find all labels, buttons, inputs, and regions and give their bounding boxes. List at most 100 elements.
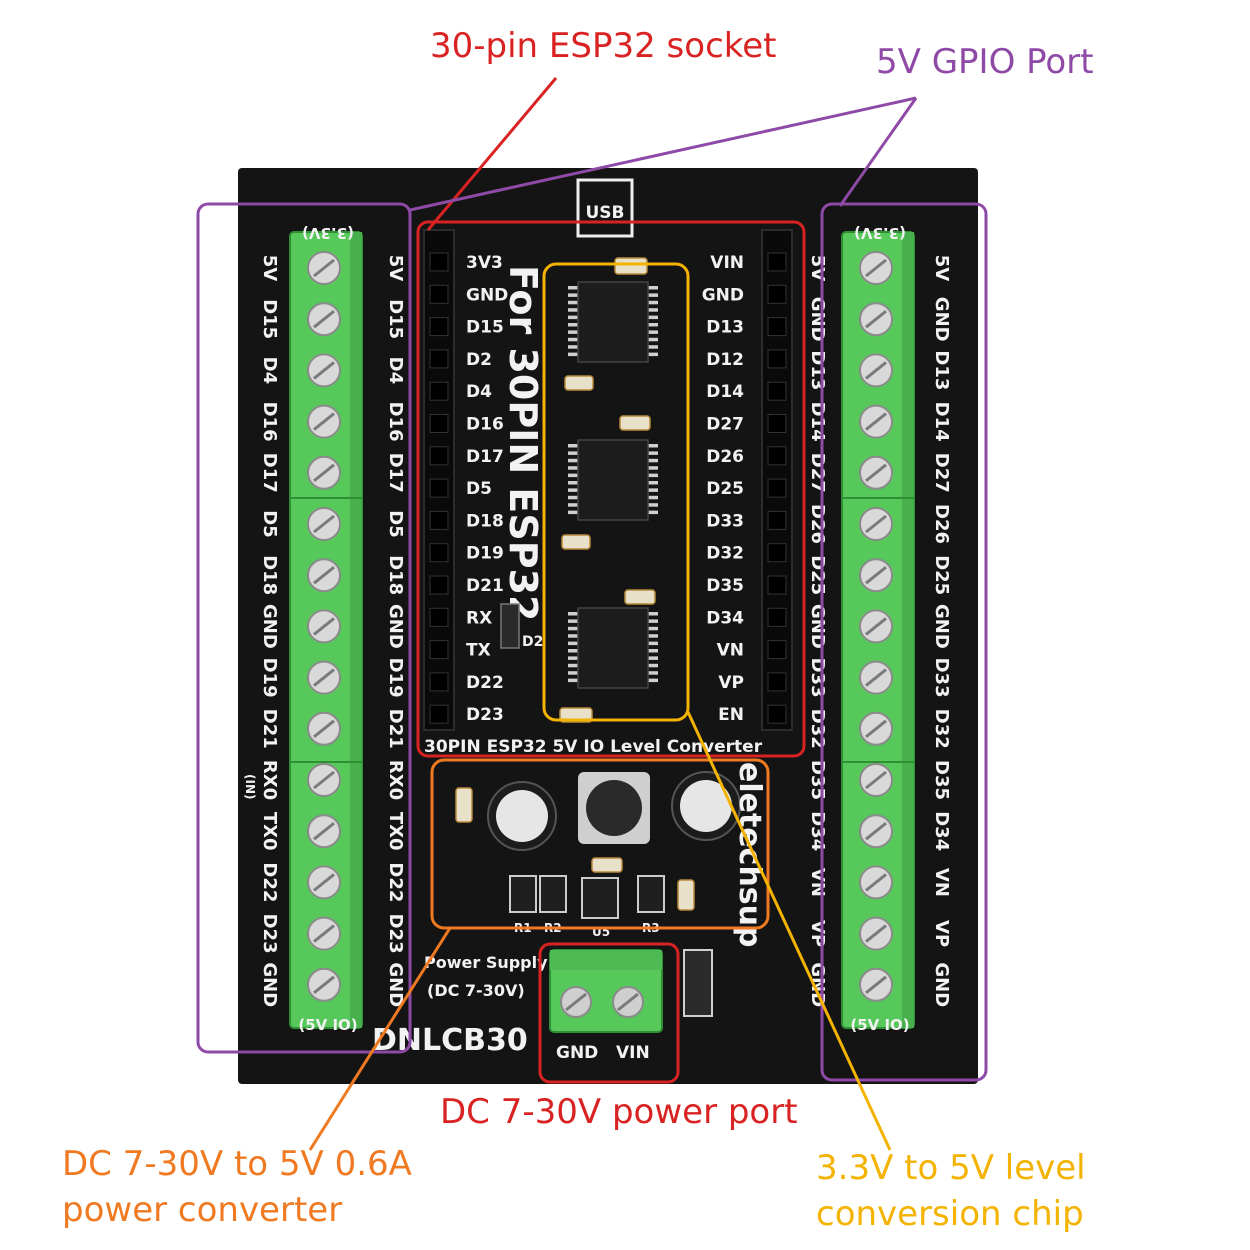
level-chip-3 <box>568 607 658 689</box>
terminal-label: D25 <box>931 555 952 595</box>
socket-callout-line <box>426 77 558 231</box>
esp32-pin-label: D32 <box>706 544 744 564</box>
terminal-label: D15 <box>385 299 406 339</box>
esp32-pin-label: D34 <box>706 608 744 628</box>
terminal-label: GND <box>385 962 406 1007</box>
esp32-pin-label: VIN <box>710 253 744 273</box>
terminal-label: D18 <box>259 555 280 595</box>
esp32-pin-label: VN <box>717 641 744 661</box>
terminal-label: D15 <box>259 299 280 339</box>
gpio-box-left <box>196 202 412 1054</box>
esp32-left-header <box>423 229 455 731</box>
esp32-pin-label: D22 <box>466 673 504 693</box>
terminal-label: D4 <box>259 357 280 384</box>
header-pin-hole <box>767 575 787 595</box>
right-terminal-strip <box>841 231 915 1029</box>
terminal-label: D18 <box>385 555 406 595</box>
right-voltage-top: (3.3V) <box>854 224 906 242</box>
terminal-label: D23 <box>385 914 406 954</box>
esp32-pin-label: D21 <box>466 576 504 596</box>
gpio-callout: 5V GPIO Port <box>876 42 1094 82</box>
terminal-label: D33 <box>931 658 952 698</box>
esp32-right-pin-labels: VINGNDD13D12D14D27D26D25D33D32D35D34VNVP… <box>702 253 744 725</box>
level-callout-line <box>686 711 892 1151</box>
terminal-label: VN <box>931 868 952 897</box>
gpio-callout-line-left <box>409 96 917 212</box>
esp32-pin-label: TX <box>466 641 491 661</box>
terminal-label: RX0 <box>259 760 280 800</box>
smd-components <box>455 257 695 911</box>
terminal-label: D33 <box>807 658 828 698</box>
header-pin-hole <box>767 414 787 433</box>
terminal-label: D4 <box>385 357 406 384</box>
esp32-pin-label: GND <box>466 285 508 305</box>
esp32-pin-label: D15 <box>466 318 504 338</box>
header-pin-hole <box>429 446 449 466</box>
power-terminal-block <box>549 949 663 1033</box>
terminal-label: GND <box>931 962 952 1007</box>
esp32-pin-label: VP <box>718 673 744 693</box>
terminal-label: D35 <box>931 760 952 800</box>
header-pin-hole <box>767 607 787 627</box>
header-pin-hole <box>767 510 787 530</box>
level-chip-1 <box>568 281 658 363</box>
usb-marker <box>576 178 634 238</box>
header-pin-hole <box>767 349 787 369</box>
header-pin-hole <box>767 672 787 692</box>
right-terminal-labels-inner: 5VGNDD13D14D27D26D25GNDD33D32D35D34VNVPG… <box>807 255 828 1007</box>
header-pin-hole <box>429 640 449 660</box>
terminal-label: D26 <box>931 504 952 544</box>
level-callout-line2: conversion chip <box>816 1193 1084 1234</box>
left-terminal-strip <box>289 231 363 1029</box>
header-pin-hole <box>767 543 787 563</box>
inductor <box>578 772 650 844</box>
terminal-label: D26 <box>807 504 828 544</box>
level-chip-box <box>542 262 690 722</box>
converter-callout-line2: power converter <box>62 1189 343 1230</box>
diode-d2 <box>500 603 520 649</box>
terminal-label: D25 <box>807 555 828 595</box>
gpio-box-right <box>820 202 988 1082</box>
level-callout: 3.3V to 5V level conversion chip <box>816 1146 1086 1238</box>
terminal-label: TX0 <box>259 812 280 851</box>
power-supply-range: (DC 7-30V) <box>427 981 525 1000</box>
terminal-label: D22 <box>385 862 406 902</box>
board-title: For 30PIN ESP32 <box>501 265 545 621</box>
header-pin-hole <box>767 640 787 660</box>
esp32-pin-label: D33 <box>706 511 744 531</box>
terminal-label: D27 <box>807 453 828 493</box>
terminal-label: RX0 <box>385 760 406 800</box>
input-mark: (IN) <box>243 774 257 799</box>
terminal-label: D21 <box>259 709 280 749</box>
esp32-pin-label: D23 <box>466 705 504 725</box>
header-pin-hole <box>429 607 449 627</box>
terminal-label: TX0 <box>385 812 406 851</box>
right-terminal-labels-outer: 5VGNDD13D14D27D26D25GNDD33D32D35D34VNVPG… <box>931 255 952 1007</box>
left-voltage-top: (3.3V) <box>302 224 354 242</box>
level-callout-line1: 3.3V to 5V level <box>816 1148 1086 1188</box>
power-supply-label: Power Supply <box>424 953 548 972</box>
terminal-label: 5V <box>807 255 828 282</box>
esp32-pin-label: GND <box>702 285 744 305</box>
terminal-label: D19 <box>385 658 406 698</box>
terminal-label: D5 <box>385 510 406 537</box>
power-terminal-vin: VIN <box>616 1043 650 1063</box>
header-pin-hole <box>767 446 787 466</box>
terminal-label: D14 <box>931 402 952 442</box>
esp32-pin-label: D14 <box>706 382 744 402</box>
header-pin-hole <box>767 381 787 401</box>
esp32-pin-label: D16 <box>466 415 504 435</box>
terminal-label: D21 <box>385 709 406 749</box>
header-pin-hole <box>767 284 787 304</box>
converter-box <box>430 758 770 930</box>
terminal-label: D14 <box>807 402 828 442</box>
esp32-pin-label: EN <box>718 705 744 725</box>
terminal-label: VN <box>807 868 828 897</box>
header-pin-hole <box>429 349 449 369</box>
regulator-parts <box>509 875 665 919</box>
converter-callout-line <box>308 927 452 1151</box>
header-pin-hole <box>429 704 449 724</box>
terminal-label: D13 <box>807 350 828 390</box>
esp32-pin-label: D19 <box>466 544 504 564</box>
